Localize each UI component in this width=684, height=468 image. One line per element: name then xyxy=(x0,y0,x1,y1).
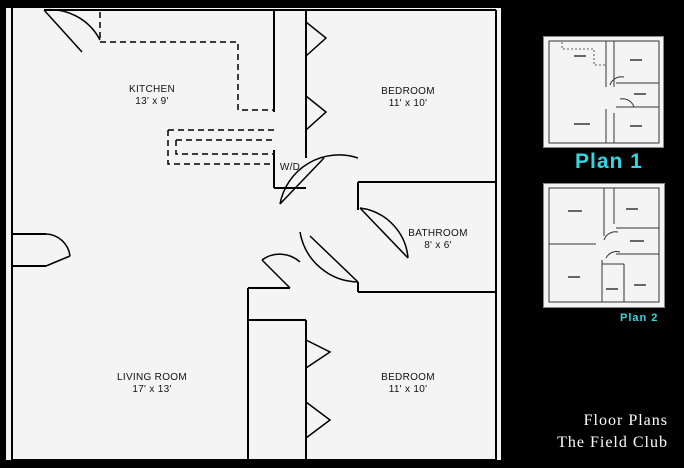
kitchen-size: 13' x 9' xyxy=(135,96,168,107)
bedroom-1-size: 11' x 10' xyxy=(389,98,428,109)
plan-1-link[interactable]: Plan 1 xyxy=(575,150,643,173)
bedroom-2-label: BEDROOM xyxy=(381,372,435,383)
plan-1-thumbnail-drawing xyxy=(548,40,660,144)
bedroom-1-label: BEDROOM xyxy=(381,86,435,97)
walls xyxy=(11,8,497,461)
plan-2-link[interactable]: Plan 2 xyxy=(620,312,659,324)
kitchen-cabinets xyxy=(99,12,274,165)
plan-1-thumbnail[interactable] xyxy=(543,36,664,148)
living-room-size: 17' x 13' xyxy=(132,384,171,395)
caption-field-club: The Field Club xyxy=(557,434,668,451)
plan-2-thumbnail[interactable] xyxy=(543,183,665,308)
caption-floor-plans: Floor Plans xyxy=(583,412,668,429)
door-swings xyxy=(43,8,409,439)
bathroom-label: BATHROOM xyxy=(408,228,467,239)
floor-plan: KITCHEN 13' x 9' BEDROOM 11' x 10' W/D B… xyxy=(6,8,501,461)
bathroom-size: 8' x 6' xyxy=(424,240,452,251)
kitchen-label: KITCHEN xyxy=(129,84,175,95)
plan-2-thumbnail-drawing xyxy=(548,187,660,303)
living-room-label: LIVING ROOM xyxy=(117,372,187,383)
bedroom-2-size: 11' x 10' xyxy=(389,384,428,395)
washer-dryer-label: W/D xyxy=(280,162,300,173)
floor-plan-paper xyxy=(6,8,501,460)
